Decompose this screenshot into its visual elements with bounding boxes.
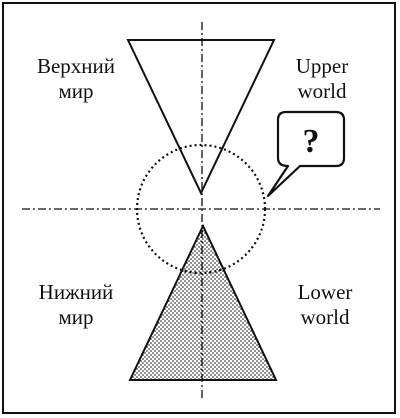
upper-left-label-line2: мир: [58, 79, 93, 103]
upper-triangle: [126, 39, 276, 196]
lower-left-label-line2: мир: [58, 305, 93, 329]
speech-bubble: [266, 110, 346, 198]
lower-left-label-line1: Нижний: [39, 280, 114, 304]
upper-left-label-line1: Верхний: [37, 54, 115, 78]
question-mark: ?: [303, 123, 320, 160]
upper-right-label-line2: world: [298, 79, 347, 103]
lower-right-label-line1: Lower: [298, 280, 353, 304]
lower-triangle: [128, 223, 278, 381]
lower-right-label-line2: world: [301, 305, 350, 329]
upper-right-label-line1: Upper: [296, 54, 348, 78]
